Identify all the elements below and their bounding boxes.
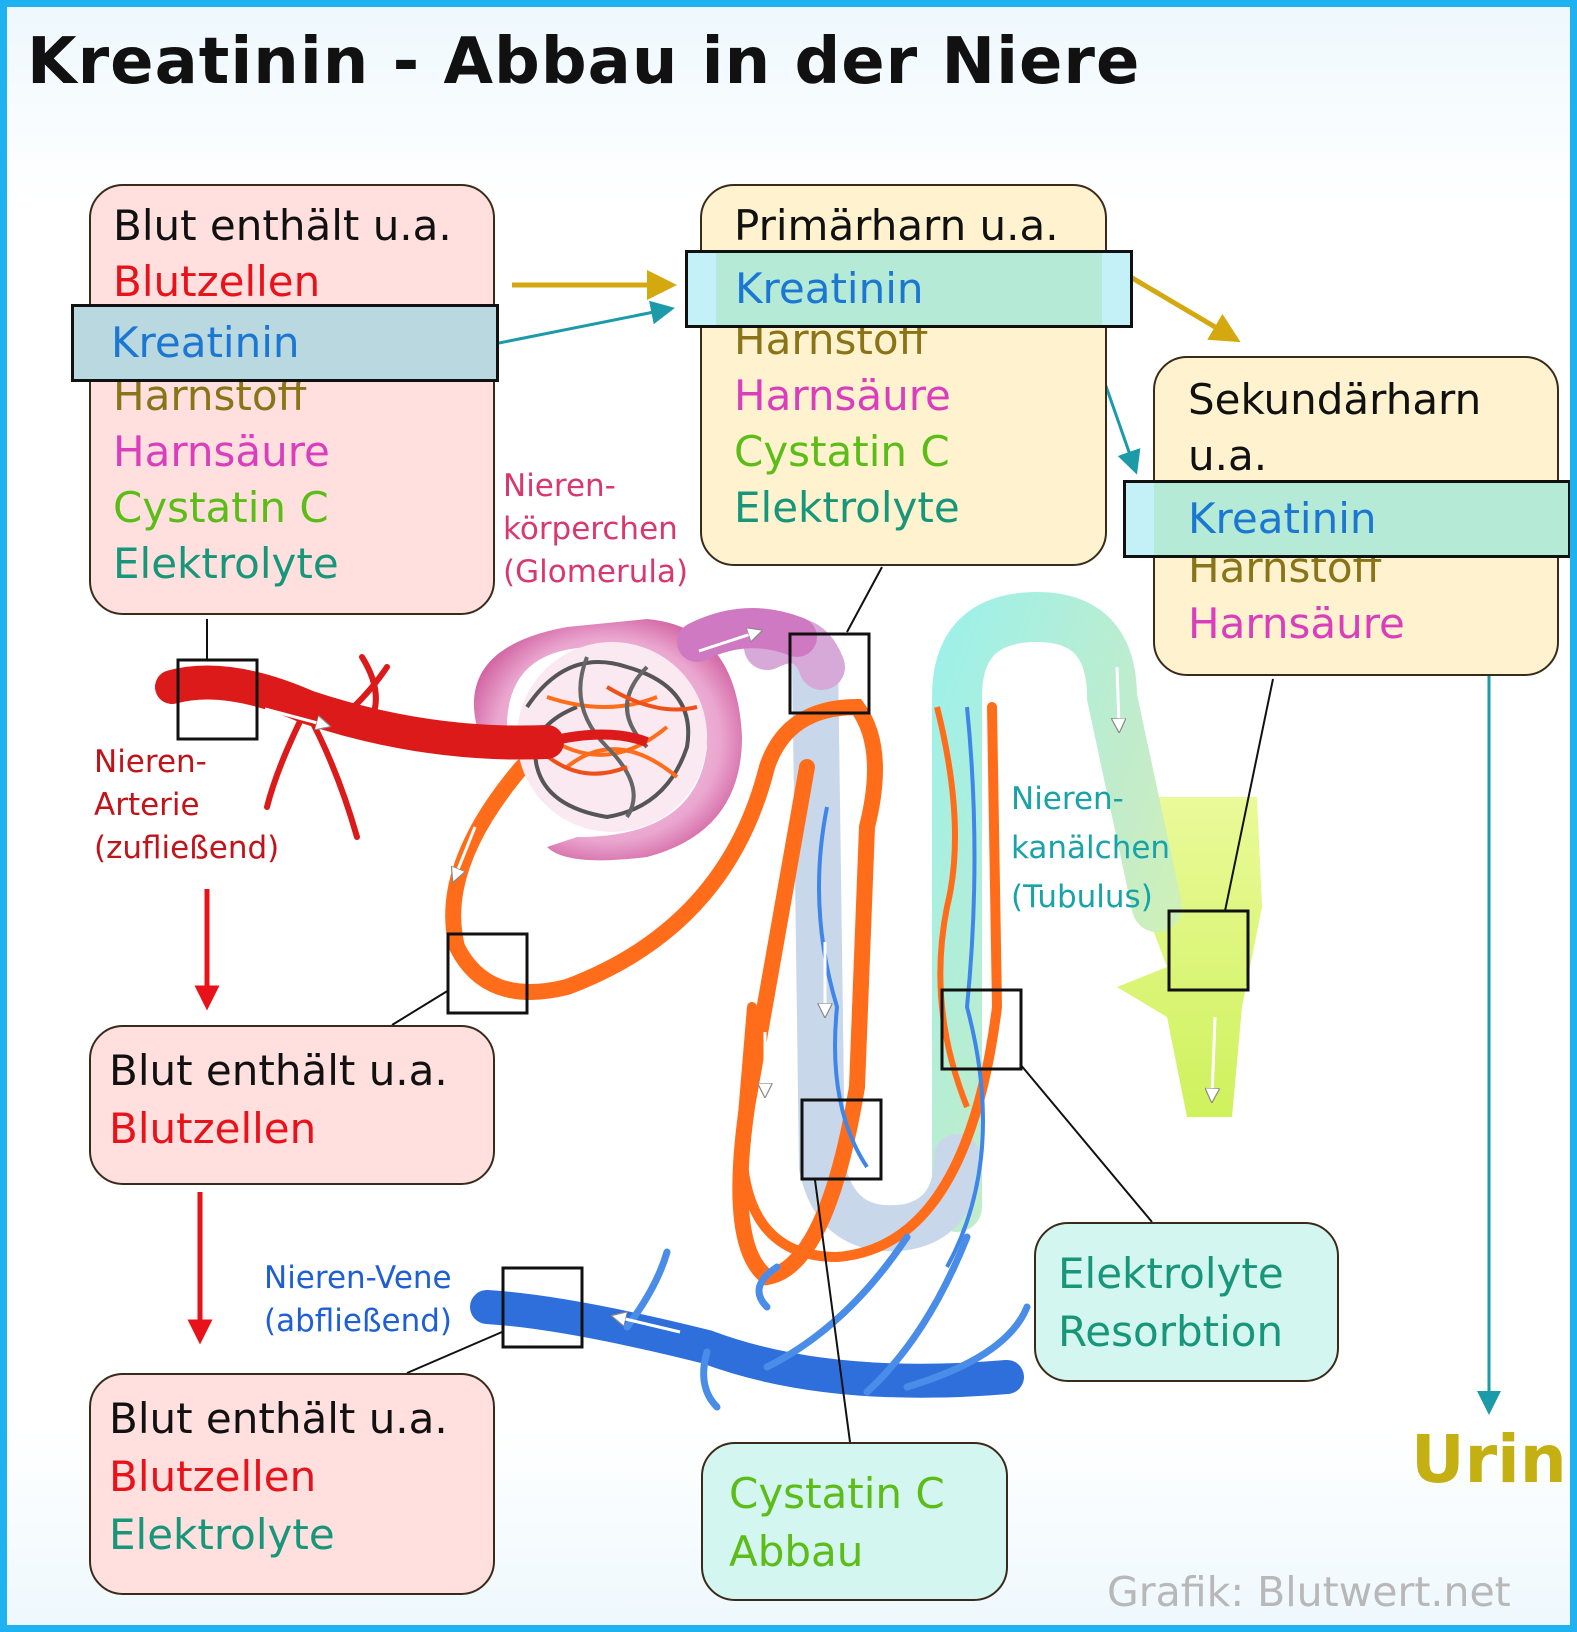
blood-in-item-cystatin: Cystatin C [113,483,329,532]
secondary-heading-2: u.a. [1188,431,1268,480]
glomerula-label: Nieren- körperchen (Glomerula) [503,468,689,590]
efferent-vessel [445,698,883,1286]
primary-item-cystatin: Cystatin C [734,427,950,476]
marker-henle [800,1098,883,1181]
credit-text: Grafik: Blutwert.net [1107,1568,1511,1616]
vein-label: Nieren-Vene (abfließend) [264,1260,452,1339]
kidney-illustration [155,266,1501,1443]
marker-artery [176,658,259,741]
secondary-heading: Sekundärharn [1188,375,1482,424]
cystatin-breakdown-box: Cystatin C Abbau [701,1442,1008,1601]
page-title: Kreatinin - Abbau in der Niere [27,25,1141,99]
marker-collecting-duct [1167,909,1250,992]
blood-out-item-blutzellen: Blutzellen [109,1452,317,1501]
blood-in-item-elektrolyte: Elektrolyte [113,539,339,588]
marker-efferent [446,932,529,1015]
primary-item-harnsaeure: Harnsäure [734,371,951,420]
tubulus-label: Nieren- kanälchen (Tubulus) [1011,781,1171,915]
electrolyte-box-line1: Elektrolyte [1058,1249,1284,1298]
marker-glomerulus-exit [788,632,871,715]
blood-mid-item-blutzellen: Blutzellen [109,1104,317,1153]
marker-vein [501,1266,584,1349]
blood-out-box: Blut enthält u.a. Blutzellen Elektrolyte [89,1373,495,1595]
blood-in-kreatinin-highlight: Kreatinin [71,304,499,382]
blood-out-item-elektrolyte: Elektrolyte [109,1510,335,1559]
secondary-item-harnsaeure: Harnsäure [1188,599,1405,648]
electrolyte-resorption-box: Elektrolyte Resorbtion [1034,1222,1339,1382]
blood-in-item-kreatinin: Kreatinin [111,318,300,367]
blood-mid-heading: Blut enthält u.a. [109,1046,448,1095]
secondary-kreatinin-highlight: Kreatinin [1123,480,1570,558]
cystatin-box-line2: Abbau [729,1527,864,1576]
marker-tubulus [940,988,1023,1071]
primary-heading: Primärharn u.a. [734,201,1059,250]
urin-label: Urin [1411,1421,1567,1498]
primary-urine-box: Primärharn u.a. Harnstoff Harnsäure Cyst… [700,184,1107,566]
blood-in-box: Blut enthält u.a. Blutzellen Harnstoff H… [89,184,495,615]
primary-item-elektrolyte: Elektrolyte [734,483,960,532]
secondary-item-kreatinin: Kreatinin [1188,494,1377,543]
blood-mid-box: Blut enthält u.a. Blutzellen [89,1025,495,1185]
cystatin-box-line1: Cystatin C [729,1469,945,1518]
renal-artery [155,665,564,760]
blood-out-heading: Blut enthält u.a. [109,1394,448,1443]
kreatinin-arrow-1 [478,300,675,349]
blood-in-heading: Blut enthält u.a. [113,201,452,250]
primary-kreatinin-highlight: Kreatinin [685,250,1133,328]
primary-item-kreatinin: Kreatinin [735,264,924,313]
blood-in-item-blutzellen: Blutzellen [113,257,321,306]
artery-label: Nieren- Arterie (zufließend) [94,744,280,866]
blood-in-item-harnsaeure: Harnsäure [113,427,330,476]
flow-arrow-primary-to-secondary [1115,266,1241,343]
electrolyte-box-line2: Resorbtion [1058,1307,1284,1356]
renal-vein [470,1290,1024,1398]
tubulus-loop [932,591,1182,1232]
